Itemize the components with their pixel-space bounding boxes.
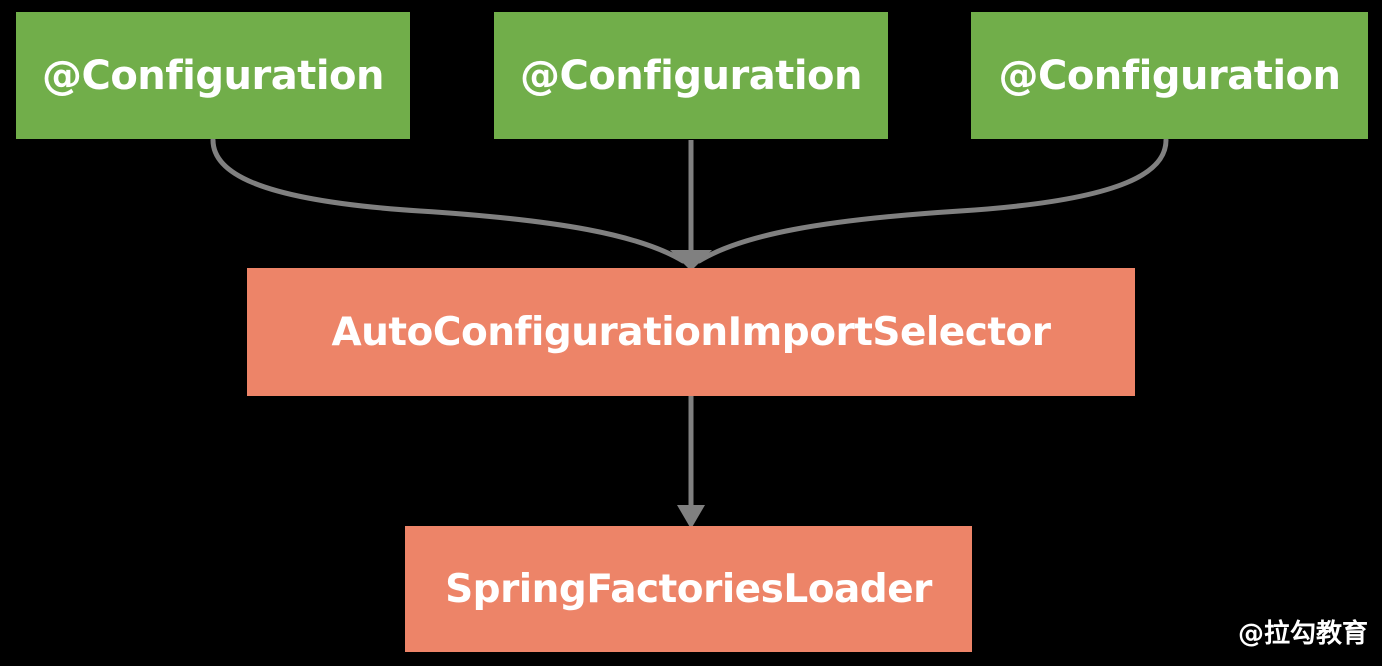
edge-config3-to-selector [696, 137, 1169, 264]
watermark-label: @拉勾教育 [1237, 619, 1368, 649]
node-spring-factories-loader[interactable]: SpringFactoriesLoader [405, 526, 972, 652]
edge-config1-to-selector [210, 137, 686, 264]
node-auto-configuration-import-selector[interactable]: AutoConfigurationImportSelector [247, 268, 1135, 396]
node-configuration-3[interactable]: @Configuration [971, 12, 1368, 139]
node-configuration-2[interactable]: @Configuration [494, 12, 888, 139]
node-configuration-1[interactable]: @Configuration [16, 12, 410, 139]
